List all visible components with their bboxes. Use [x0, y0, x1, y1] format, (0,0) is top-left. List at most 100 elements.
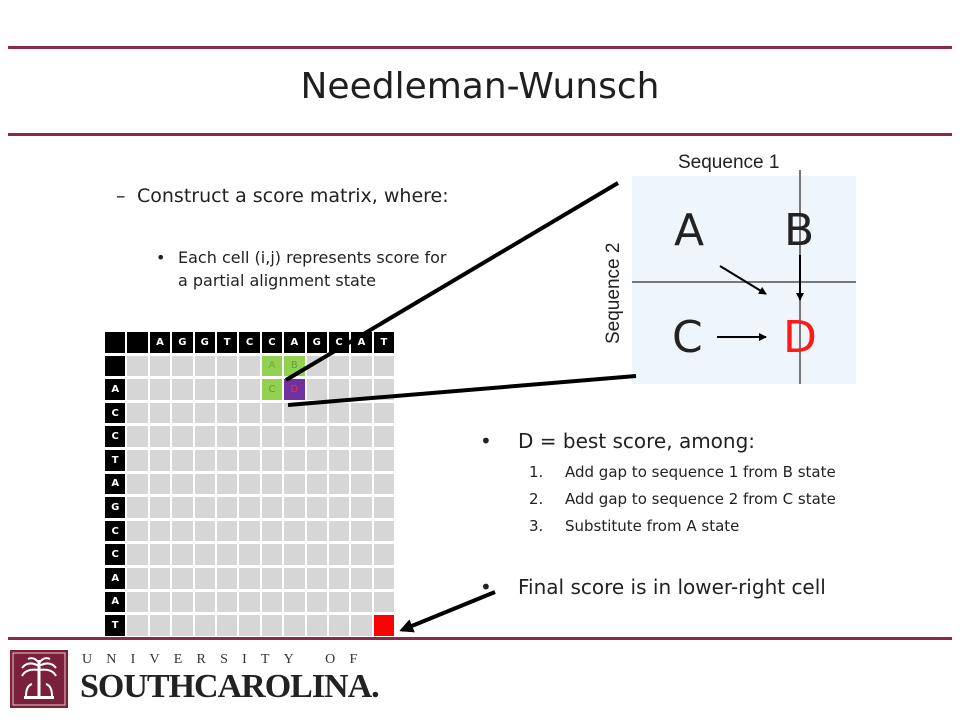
- matrix-cell: [127, 497, 148, 518]
- matrix-row-header: C: [105, 544, 126, 565]
- bullet-final-score: • Final score is in lower-right cell: [480, 573, 940, 601]
- matrix-row: C: [105, 544, 395, 565]
- matrix-cell: [351, 567, 372, 589]
- diagram-cell-d: D: [783, 312, 817, 363]
- matrix-cell: [194, 497, 215, 518]
- matrix-cell: [261, 520, 283, 542]
- matrix-column-header: G: [306, 332, 327, 353]
- matrix-cell: [194, 567, 215, 589]
- matrix-cell: [328, 402, 350, 424]
- matrix-row: T: [105, 449, 395, 471]
- matrix-cell: [194, 402, 215, 424]
- matrix-cell: [239, 591, 260, 613]
- matrix-cell: [284, 591, 305, 613]
- matrix-cell: [172, 426, 193, 447]
- matrix-cell: [351, 615, 372, 636]
- matrix-cell: [351, 497, 372, 518]
- matrix-cell: [172, 520, 193, 542]
- matrix-column-header: T: [373, 332, 395, 353]
- matrix-cell: [284, 497, 305, 518]
- matrix-cell: [328, 497, 350, 518]
- matrix-cell: [306, 402, 327, 424]
- matrix-row-header: A: [105, 567, 126, 589]
- matrix-cell: [216, 379, 238, 400]
- usc-emblem-icon: [10, 650, 68, 708]
- matrix-cell: [194, 615, 215, 636]
- matrix-cell: [373, 544, 395, 565]
- matrix-cell: [306, 544, 327, 565]
- matrix-cell: [351, 379, 372, 400]
- bullet-marker: •: [156, 248, 166, 267]
- matrix-cell: [261, 544, 283, 565]
- matrix-cell: [216, 449, 238, 471]
- matrix-cell: [216, 567, 238, 589]
- matrix-cell: [127, 544, 148, 565]
- matrix-cell: [284, 473, 305, 495]
- sequence-2-label: Sequence 2: [603, 242, 624, 344]
- matrix-cell: [239, 449, 260, 471]
- matrix-cell: [127, 591, 148, 613]
- matrix-cell: [328, 567, 350, 589]
- matrix-cell: [351, 355, 372, 377]
- matrix-cell: [284, 426, 305, 447]
- step-list: 1.Add gap to sequence 1 from B state 2.A…: [529, 459, 836, 540]
- matrix-cell: [194, 520, 215, 542]
- matrix-cell-a: A: [261, 355, 283, 377]
- matrix-cell: [284, 615, 305, 636]
- matrix-cell: [284, 449, 305, 471]
- matrix-cell: [127, 520, 148, 542]
- matrix-cell: [149, 402, 171, 424]
- matrix-row: T: [105, 615, 395, 636]
- matrix-cell: [149, 497, 171, 518]
- matrix-cell: [194, 449, 215, 471]
- matrix-cell: [216, 544, 238, 565]
- matrix-cell: [373, 402, 395, 424]
- matrix-cell: [306, 497, 327, 518]
- matrix-cell: [127, 567, 148, 589]
- matrix-corner-cell: [127, 332, 148, 353]
- matrix-cell: [149, 520, 171, 542]
- matrix-cell: [328, 544, 350, 565]
- matrix-cell: [127, 379, 148, 400]
- matrix-final-cell: [373, 615, 395, 636]
- matrix-cell: [127, 449, 148, 471]
- matrix-cell: [261, 591, 283, 613]
- matrix-column-header: G: [194, 332, 215, 353]
- matrix-cell: [172, 591, 193, 613]
- matrix-column-header: C: [261, 332, 283, 353]
- matrix-cell: [216, 402, 238, 424]
- matrix-cell: [149, 449, 171, 471]
- step-text: Substitute from A state: [565, 517, 740, 535]
- matrix-cell: [194, 473, 215, 495]
- matrix-cell: [373, 379, 395, 400]
- matrix-cell: [351, 544, 372, 565]
- matrix-cell: [306, 355, 327, 377]
- matrix-cell: [328, 426, 350, 447]
- matrix-cell: [351, 402, 372, 424]
- matrix-cell-b: B: [284, 355, 305, 377]
- matrix-row-header: T: [105, 615, 126, 636]
- matrix-row-header: C: [105, 426, 126, 447]
- footer-divider: [8, 637, 952, 640]
- dash-marker: –: [116, 185, 126, 207]
- matrix-cell: [194, 426, 215, 447]
- matrix-cell: [284, 402, 305, 424]
- matrix-cell: [172, 567, 193, 589]
- matrix-cell: [172, 449, 193, 471]
- matrix-cell: [239, 402, 260, 424]
- matrix-column-header: T: [216, 332, 238, 353]
- matrix-cell: [328, 591, 350, 613]
- bullet-construct-text: Construct a score matrix, where:: [137, 185, 449, 207]
- matrix-cell: [127, 402, 148, 424]
- matrix-cell: [216, 497, 238, 518]
- matrix-cell: [373, 497, 395, 518]
- matrix-cell: [261, 497, 283, 518]
- step-item: 1.Add gap to sequence 1 from B state: [529, 459, 836, 486]
- matrix-cell: [261, 615, 283, 636]
- matrix-cell: [239, 520, 260, 542]
- matrix-column-header: C: [328, 332, 350, 353]
- step-number: 3.: [529, 517, 544, 535]
- sequence-1-label: Sequence 1: [678, 152, 780, 173]
